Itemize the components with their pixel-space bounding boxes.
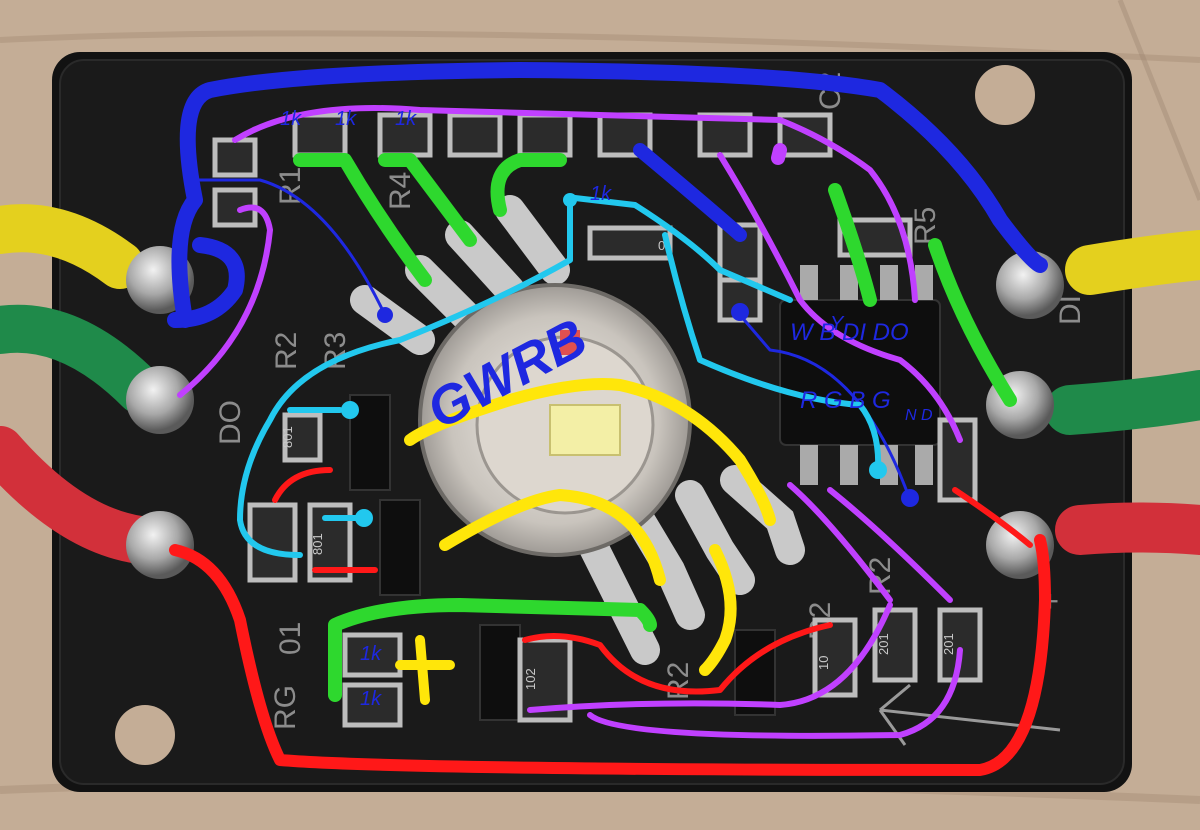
mounting-hole-bottom-left	[115, 705, 175, 765]
note-ic-top-sub: Y	[830, 313, 845, 335]
smd-components: 801 801 102 01 201 201 10	[212, 112, 983, 728]
silk-01: 01	[274, 622, 307, 655]
note-top-1k-b: 1k	[335, 108, 357, 130]
wires	[0, 204, 1200, 579]
mark-801a: 801	[280, 426, 295, 448]
silk-r4: R4	[384, 172, 417, 210]
note-ic-bottom: R G B G	[800, 387, 891, 414]
mark-801b: 801	[310, 533, 325, 555]
note-bottom-1k-b: 1k	[360, 688, 382, 710]
silk-do: DO	[214, 400, 247, 445]
note-mid-1k: 1k	[590, 183, 612, 205]
mark-201a: 201	[876, 633, 891, 655]
note-top-1k-a: 1k	[280, 108, 302, 130]
note-bottom-1k-a: 1k	[360, 643, 382, 665]
annotation-traces	[167, 62, 1051, 776]
note-top-1k-c: 1k	[395, 108, 417, 130]
note-ic-top: W B DI DO	[790, 319, 909, 346]
mark-102: 102	[523, 668, 538, 690]
note-ic-bottom-sub: N D	[905, 407, 933, 424]
mounting-hole-top-right	[975, 65, 1035, 125]
transistors	[349, 394, 776, 721]
driver-ic	[779, 265, 941, 485]
mark-10: 10	[816, 656, 831, 670]
silk-rg: RG	[269, 685, 302, 730]
silk-r2a: R2	[270, 332, 303, 370]
mark-201b: 201	[941, 633, 956, 655]
silk-r1: R1	[274, 167, 307, 205]
